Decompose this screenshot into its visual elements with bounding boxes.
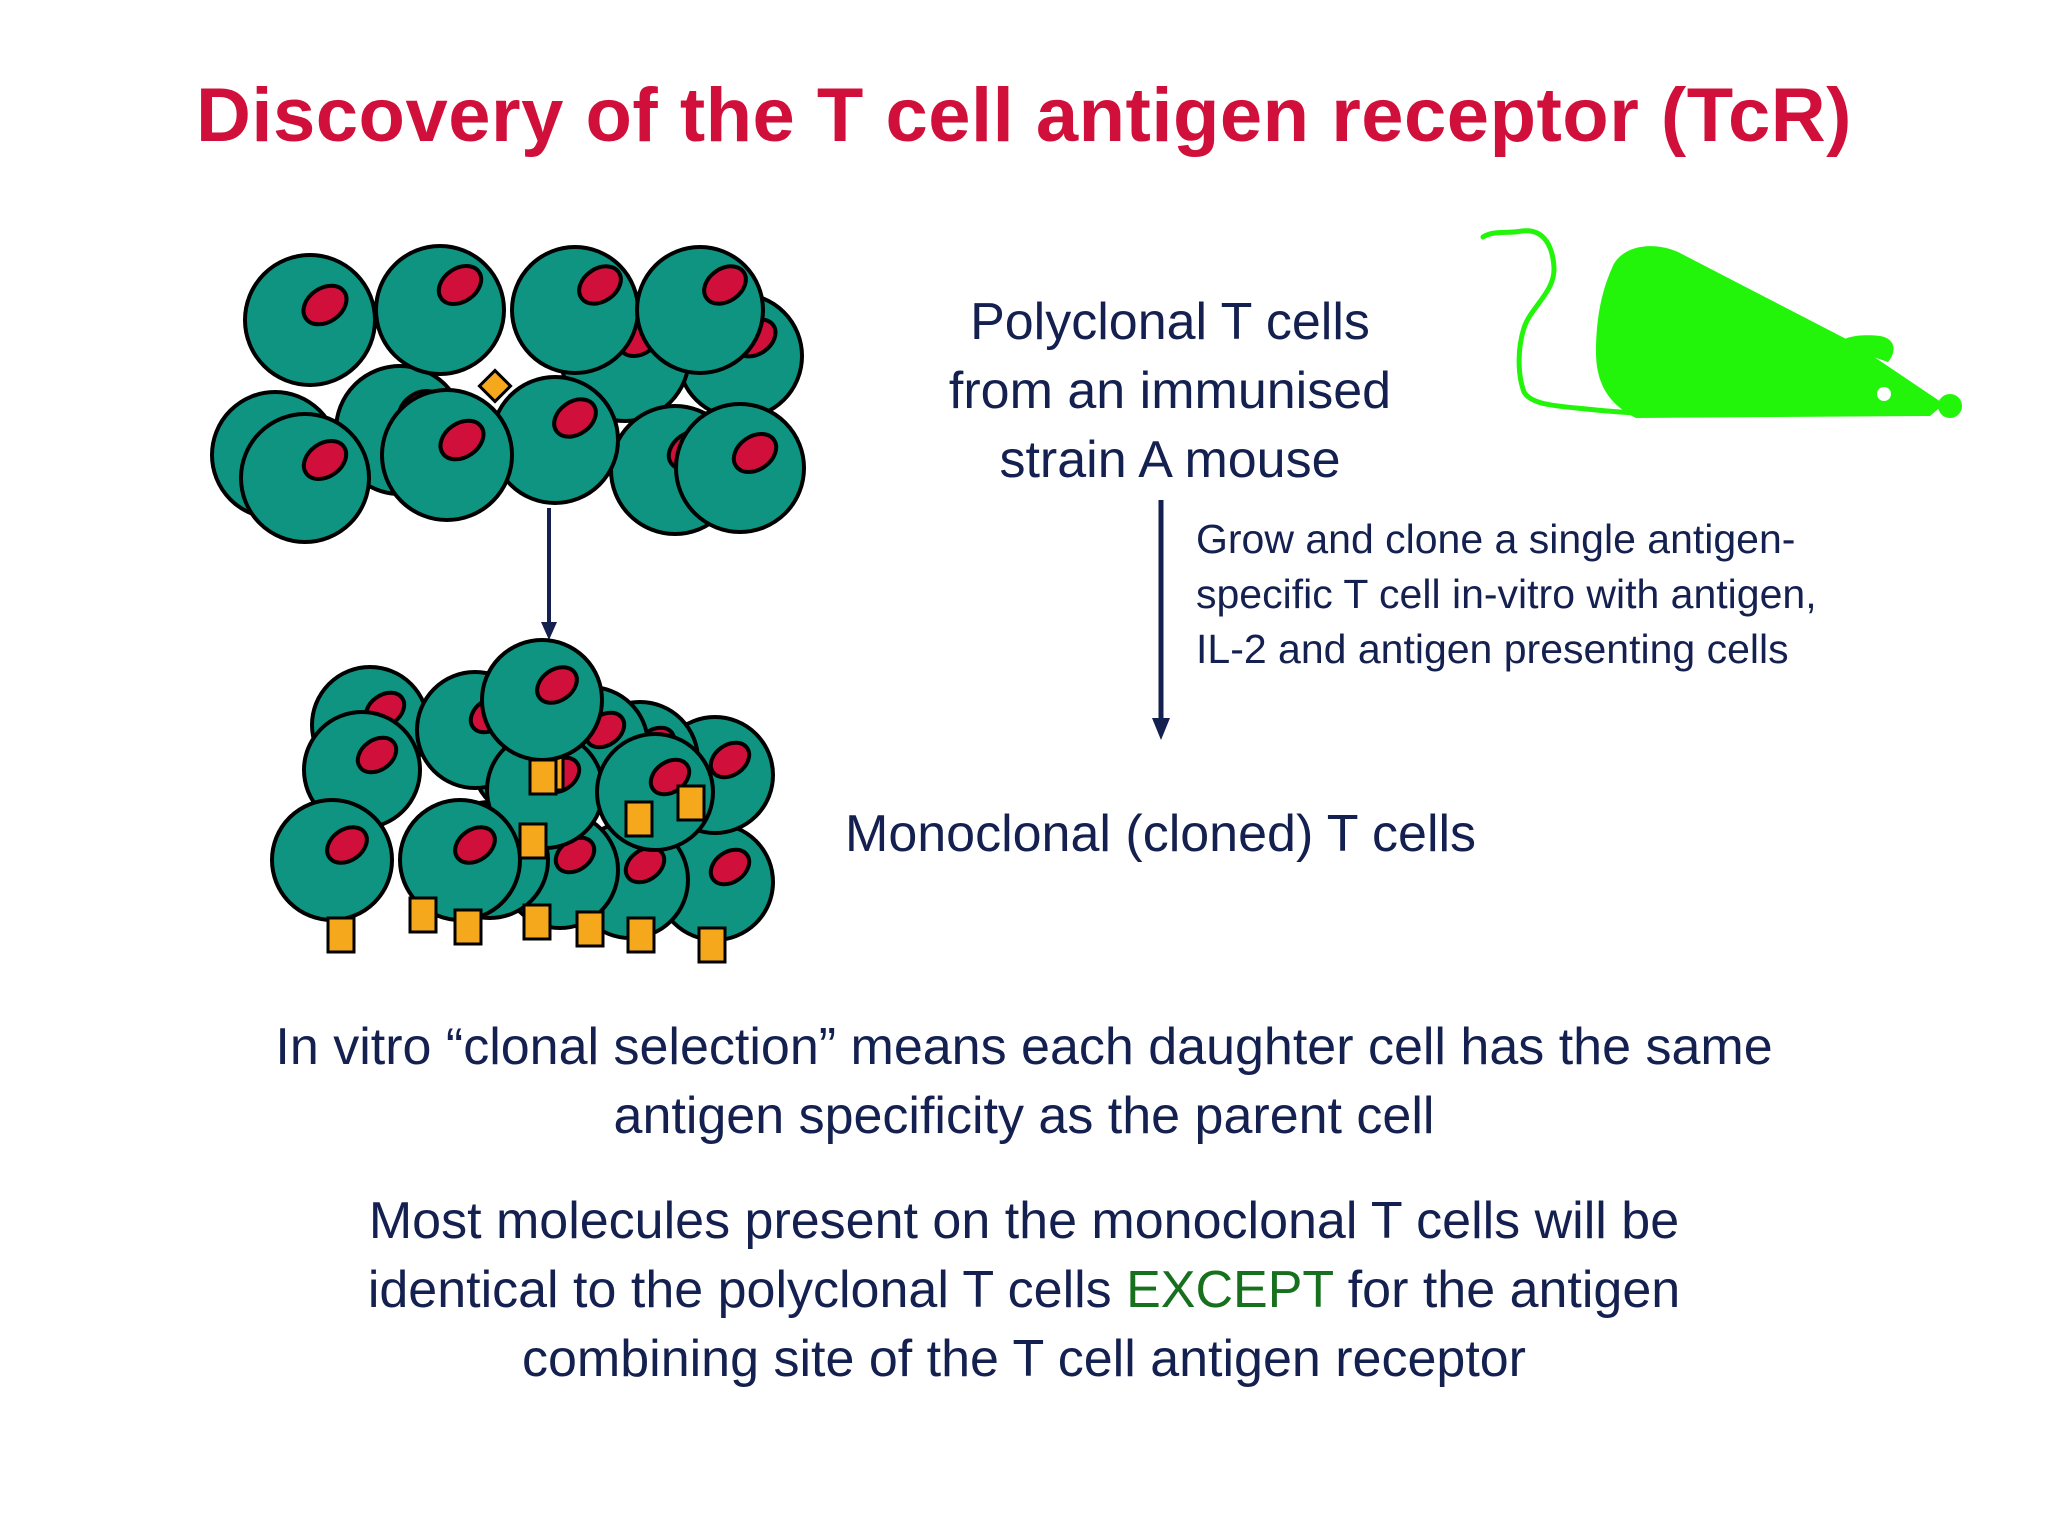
- paragraph-text: identical to the polyclonal T cells: [367, 1261, 1127, 1319]
- t-cell: [239, 412, 371, 544]
- polyclonal-label-line: strain A mouse: [999, 431, 1341, 489]
- slide-title: Discovery of the T cell antigen receptor…: [196, 73, 1852, 158]
- mouse-silhouette-icon: [1480, 228, 1962, 418]
- t-cell: [510, 245, 640, 375]
- paragraph-line: antigen specificity as the parent cell: [613, 1087, 1435, 1145]
- except-highlight: EXCEPT: [1126, 1261, 1334, 1319]
- polyclonal-label-line: Polyclonal T cells: [970, 293, 1370, 351]
- antigen-diamond: [477, 368, 513, 404]
- grow-label-line: Grow and clone a single antigen-: [1196, 516, 1796, 562]
- paragraph-line: combining site of the T cell antigen rec…: [522, 1330, 1526, 1388]
- t-cell-receptor-tab: [626, 916, 656, 954]
- t-cell: [270, 798, 394, 922]
- t-cell-receptor-tab: [575, 910, 605, 948]
- clonal-selection-paragraph: In vitro “clonal selection” means each d…: [0, 1013, 2048, 1151]
- t-cell-receptor-tab: [518, 822, 548, 860]
- t-cell: [380, 388, 514, 522]
- t-cell-receptor-tab: [408, 896, 438, 934]
- t-cell-receptor-tab: [697, 926, 727, 964]
- t-cell: [480, 638, 604, 762]
- t-cell: [243, 253, 377, 387]
- paragraph-line: Most molecules present on the monoclonal…: [368, 1192, 1680, 1250]
- t-cell: [635, 245, 765, 375]
- polyclonal-t-cell-cluster: [210, 244, 806, 544]
- t-cell: [374, 244, 506, 376]
- polyclonal-label: Polyclonal T cells from an immunised str…: [880, 288, 1460, 495]
- t-cell-receptor-tab: [624, 800, 654, 838]
- paragraph-line: In vitro “clonal selection” means each d…: [275, 1018, 1773, 1076]
- monoclonal-label: Monoclonal (cloned) T cells: [845, 805, 1477, 863]
- molecules-paragraph: Most molecules present on the monoclonal…: [0, 1187, 2048, 1394]
- monoclonal-t-cell-cluster: [270, 638, 775, 964]
- paragraph-text: for the antigen: [1333, 1261, 1681, 1319]
- grow-label-line: specific T cell in-vitro with antigen,: [1196, 571, 1817, 617]
- paragraph-line: identical to the polyclonal T cells EXCE…: [0, 1256, 2048, 1325]
- arrow-polyclonal-to-monoclonal: [541, 508, 557, 640]
- grow-and-clone-label: Grow and clone a single antigen- specifi…: [1196, 512, 1956, 677]
- t-cell-receptor-tab: [676, 784, 706, 822]
- polyclonal-label-line: from an immunised: [948, 362, 1392, 420]
- t-cell-receptor-tab: [522, 903, 552, 941]
- arrow-grow-and-clone: [1152, 500, 1170, 740]
- t-cell-receptor-tab: [326, 916, 356, 954]
- t-cell-receptor-tab: [528, 758, 558, 796]
- t-cell: [674, 402, 806, 534]
- grow-label-line: IL-2 and antigen presenting cells: [1196, 626, 1789, 672]
- t-cell-receptor-tab: [453, 908, 483, 946]
